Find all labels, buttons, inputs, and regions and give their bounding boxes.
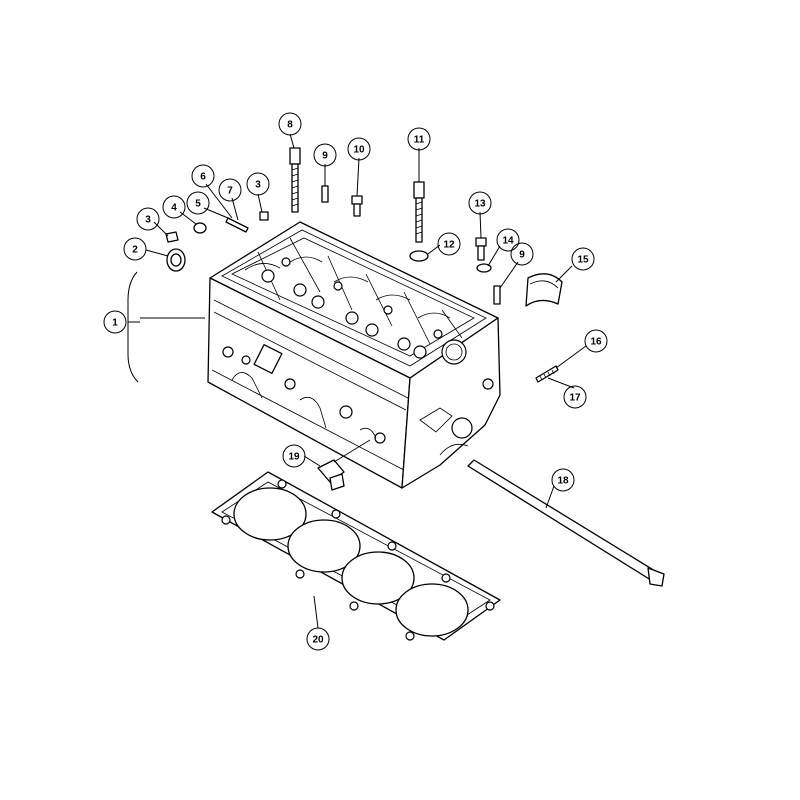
threaded-stud [535, 365, 559, 383]
callouts: 1 2 3 3 4 5 6 7 [103, 112, 608, 651]
small-washer [476, 263, 492, 273]
callout-13: 13 [468, 191, 492, 215]
svg-text:9: 9 [322, 151, 328, 162]
long-bolt-right [413, 181, 425, 243]
callout-16: 16 [584, 329, 608, 353]
svg-text:10: 10 [353, 145, 365, 156]
svg-text:12: 12 [443, 240, 455, 251]
svg-text:1: 1 [112, 318, 118, 329]
leader-lines [145, 133, 587, 629]
callout-6: 6 [191, 164, 215, 188]
clip-left [165, 231, 179, 243]
svg-text:11: 11 [414, 135, 425, 146]
small-bolt [351, 195, 363, 217]
dowel-pin-left [321, 185, 329, 203]
camshaft-seal [166, 248, 186, 272]
svg-text:20: 20 [312, 635, 324, 646]
svg-text:9: 9 [519, 250, 525, 261]
plug-bolt [317, 439, 371, 491]
callout-7: 7 [218, 178, 242, 202]
callout-1: 1 [103, 310, 127, 334]
svg-text:4: 4 [171, 203, 177, 214]
stud [225, 217, 249, 233]
bolt-washer [409, 250, 429, 262]
svg-text:19: 19 [288, 452, 300, 463]
callout-12: 12 [437, 232, 461, 256]
callout-4: 4 [162, 195, 186, 219]
callout-19: 19 [282, 444, 306, 468]
svg-text:14: 14 [502, 236, 514, 247]
callout-20: 20 [306, 627, 330, 651]
svg-text:8: 8 [287, 120, 293, 131]
callout-1-bracket [127, 271, 140, 383]
svg-text:13: 13 [474, 199, 486, 210]
cylinder-head [207, 221, 501, 489]
svg-text:2: 2 [132, 245, 138, 256]
svg-text:5: 5 [195, 199, 201, 210]
head-gasket [211, 471, 501, 641]
svg-text:7: 7 [227, 186, 233, 197]
svg-text:16: 16 [590, 337, 602, 348]
callout-11: 11 [407, 127, 431, 151]
callout-18: 18 [551, 468, 575, 492]
hex-bolt [475, 237, 487, 261]
callout-2: 2 [123, 237, 147, 261]
long-bolt-left [289, 147, 301, 213]
callout-3-left: 3 [136, 207, 160, 231]
callout-15: 15 [571, 247, 595, 271]
callout-9-right: 9 [510, 242, 534, 266]
long-rod [467, 459, 665, 587]
svg-text:6: 6 [200, 172, 206, 183]
clip-right [259, 211, 269, 221]
callout-14: 14 [496, 228, 520, 252]
svg-text:17: 17 [569, 393, 581, 404]
washer [193, 222, 207, 234]
callout-17: 17 [563, 385, 587, 409]
callout-3-right: 3 [246, 172, 270, 196]
callout-10: 10 [347, 137, 371, 161]
svg-text:3: 3 [255, 180, 261, 191]
bearing-shell [525, 273, 563, 307]
callout-8: 8 [278, 112, 302, 136]
svg-text:15: 15 [577, 255, 589, 266]
svg-text:18: 18 [557, 476, 569, 487]
callout-9-left: 9 [313, 143, 337, 167]
svg-text:3: 3 [145, 215, 151, 226]
callout-5: 5 [186, 191, 210, 215]
dowel-pin-right [493, 285, 501, 305]
